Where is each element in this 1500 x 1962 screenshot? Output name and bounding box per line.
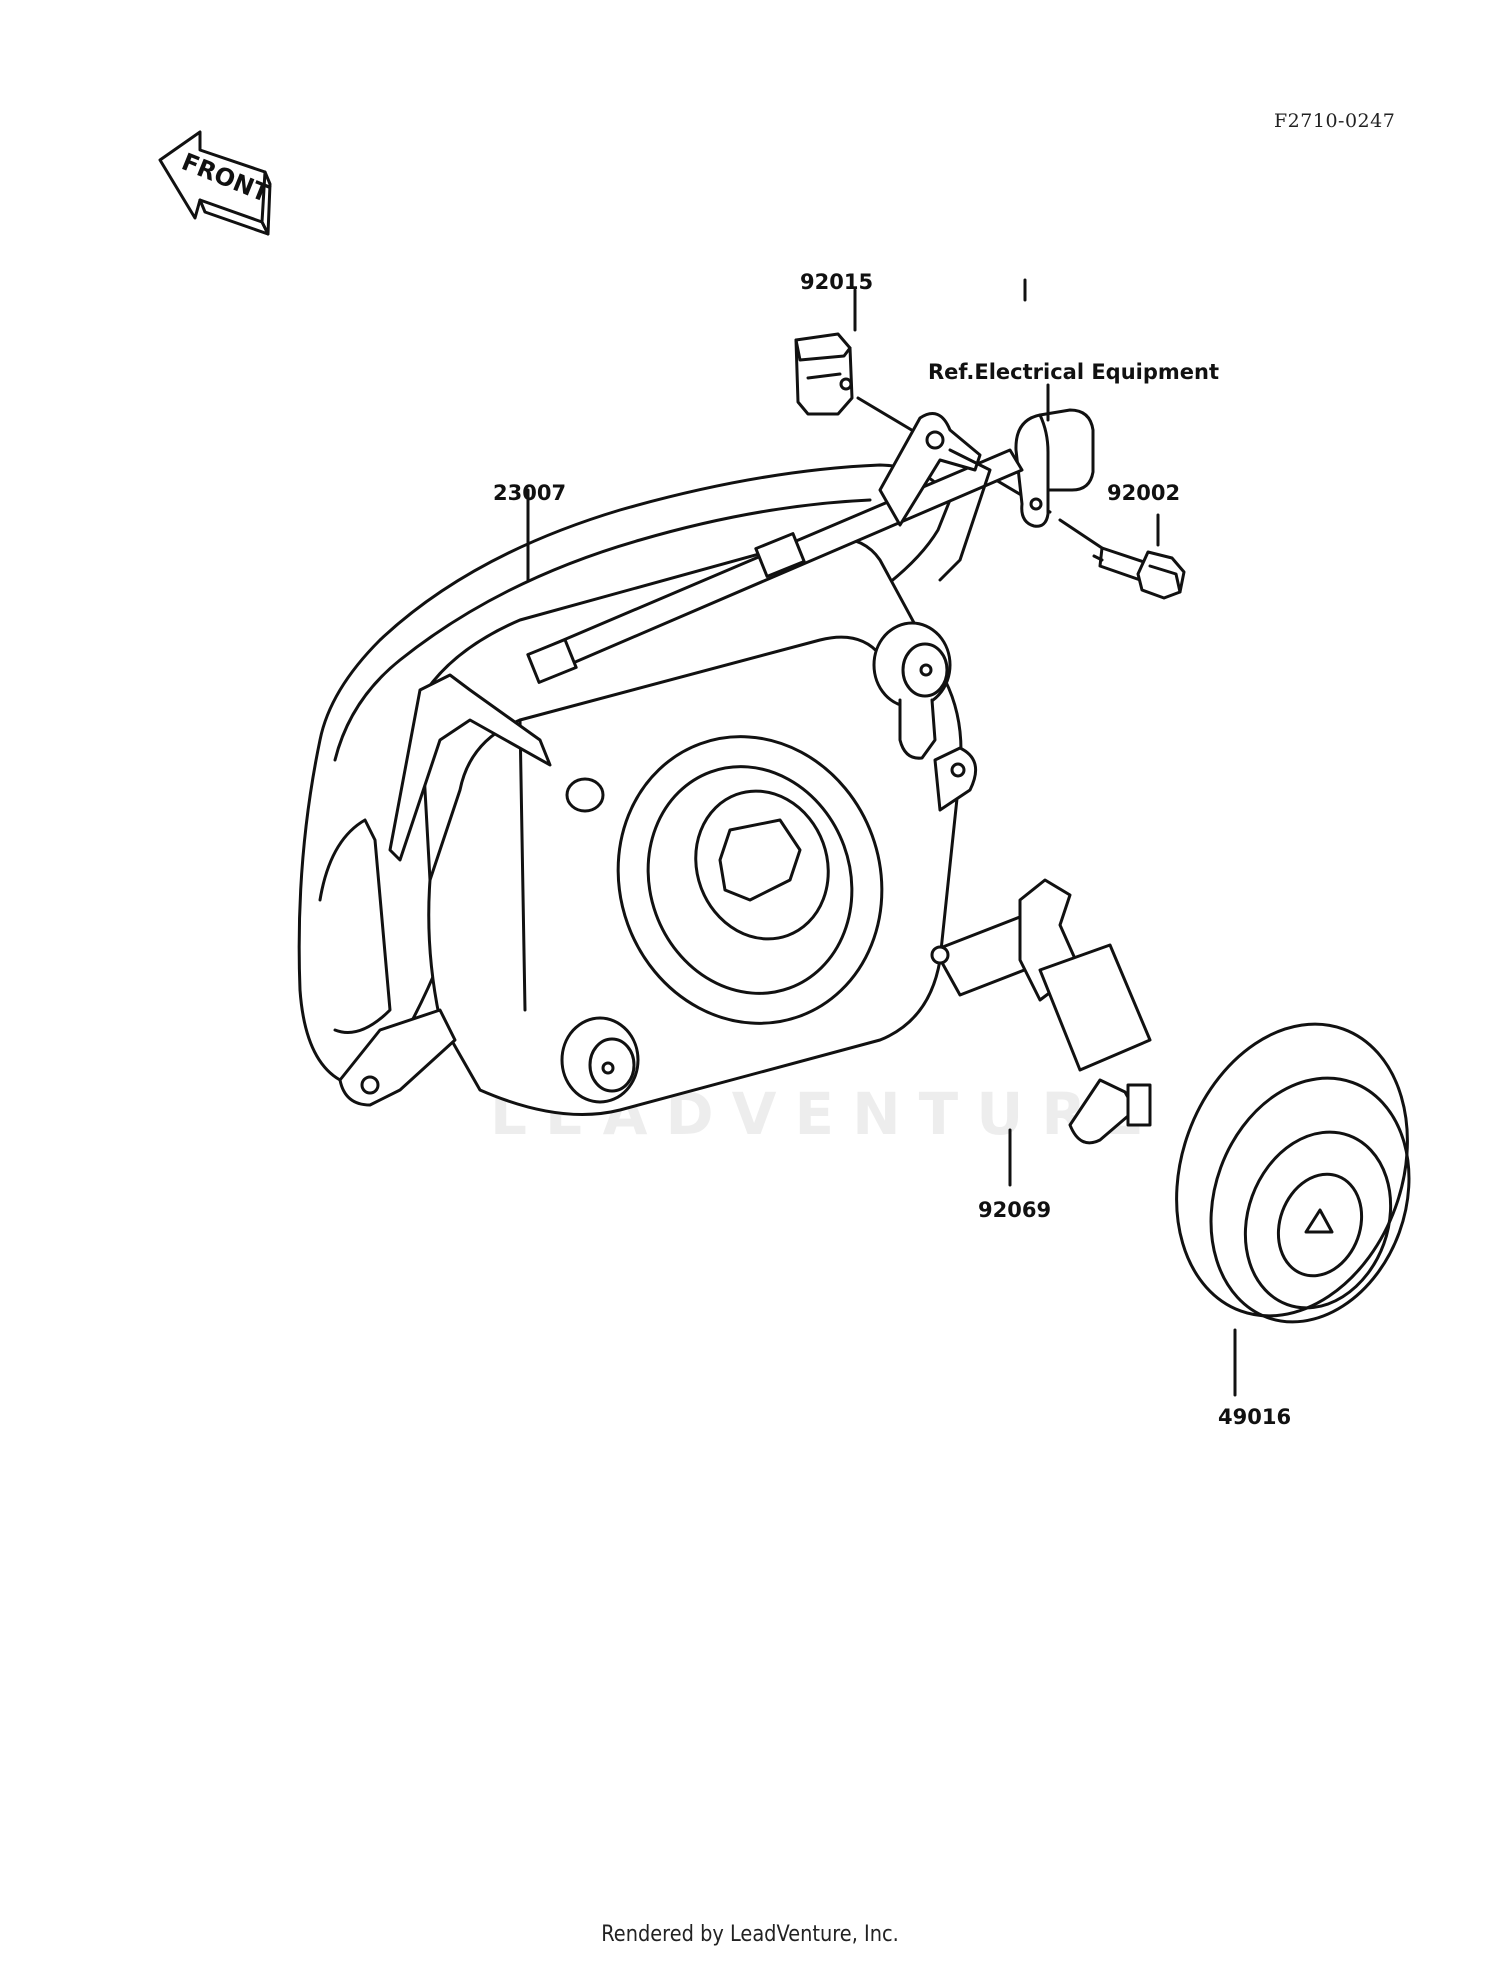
figure-code: F2710-0247 bbox=[1274, 110, 1396, 132]
label-92015[interactable]: 92015 bbox=[800, 270, 874, 294]
ref-electrical-bracket[interactable] bbox=[1014, 383, 1095, 528]
part-92069-bulb[interactable] bbox=[930, 878, 1152, 1187]
part-49016-dust-cover[interactable] bbox=[1137, 991, 1446, 1397]
front-arrow-icon: FRONT bbox=[158, 130, 274, 236]
footer-credit: Rendered by LeadVenture, Inc. bbox=[601, 1922, 899, 1947]
label-92069[interactable]: 92069 bbox=[978, 1198, 1052, 1222]
label-ref-electrical-equipment[interactable]: Ref.Electrical Equipment bbox=[928, 360, 1220, 384]
label-49016[interactable]: 49016 bbox=[1218, 1405, 1292, 1429]
part-92015-clip[interactable] bbox=[794, 278, 1027, 416]
part-23007-headlight-housing[interactable] bbox=[297, 412, 1024, 1116]
label-92002[interactable]: 92002 bbox=[1107, 481, 1181, 505]
label-23007[interactable]: 23007 bbox=[493, 481, 567, 505]
part-92002-bolt[interactable] bbox=[1058, 513, 1186, 600]
